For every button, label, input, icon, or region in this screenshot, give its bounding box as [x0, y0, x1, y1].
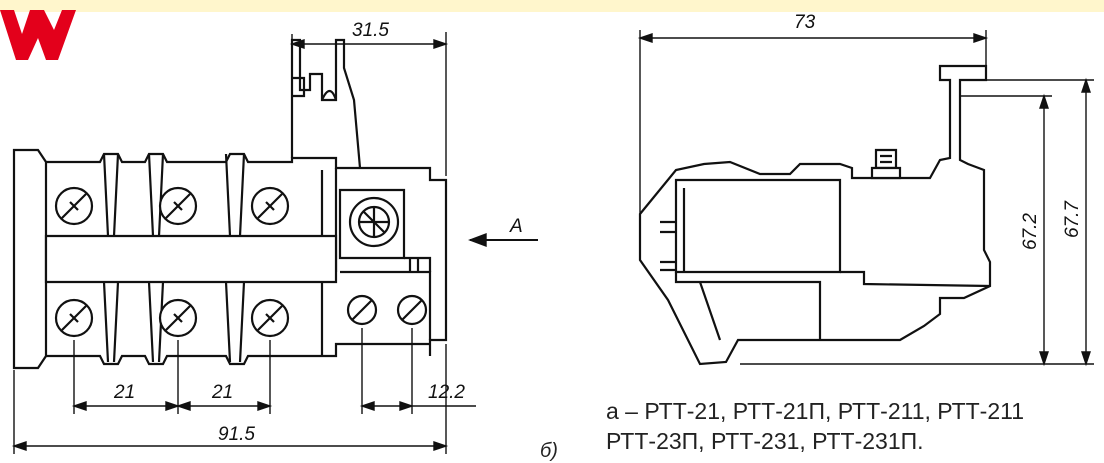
caption-line-2: РТТ-23П, РТТ-231, РТТ-231П.: [606, 428, 924, 454]
dim-side-width: 73: [794, 12, 816, 33]
view-label: б): [540, 440, 558, 462]
side-dimensions: [637, 30, 1094, 367]
watermark-fragment: [0, 10, 76, 60]
dim-pitch-1: 21: [113, 382, 135, 403]
front-dimensions: [11, 32, 538, 454]
dim-height-outer: 67.7: [1062, 200, 1083, 238]
dim-overall-width: 91.5: [218, 424, 255, 445]
dim-pitch-2: 21: [211, 382, 233, 403]
top-banner-strip: [0, 0, 1104, 12]
view-arrow-label: A: [509, 216, 523, 237]
dim-top-width: 31.5: [352, 20, 389, 41]
caption-line-1: а – РТТ-21, РТТ-21П, РТТ-211, РТТ-211: [606, 398, 1024, 424]
front-view: [12, 38, 448, 370]
dim-height-inner: 67.2: [1020, 213, 1041, 250]
side-view: [638, 64, 992, 366]
dim-terminal-offset: 12.2: [428, 382, 465, 403]
terminal-screws: [54, 186, 428, 338]
